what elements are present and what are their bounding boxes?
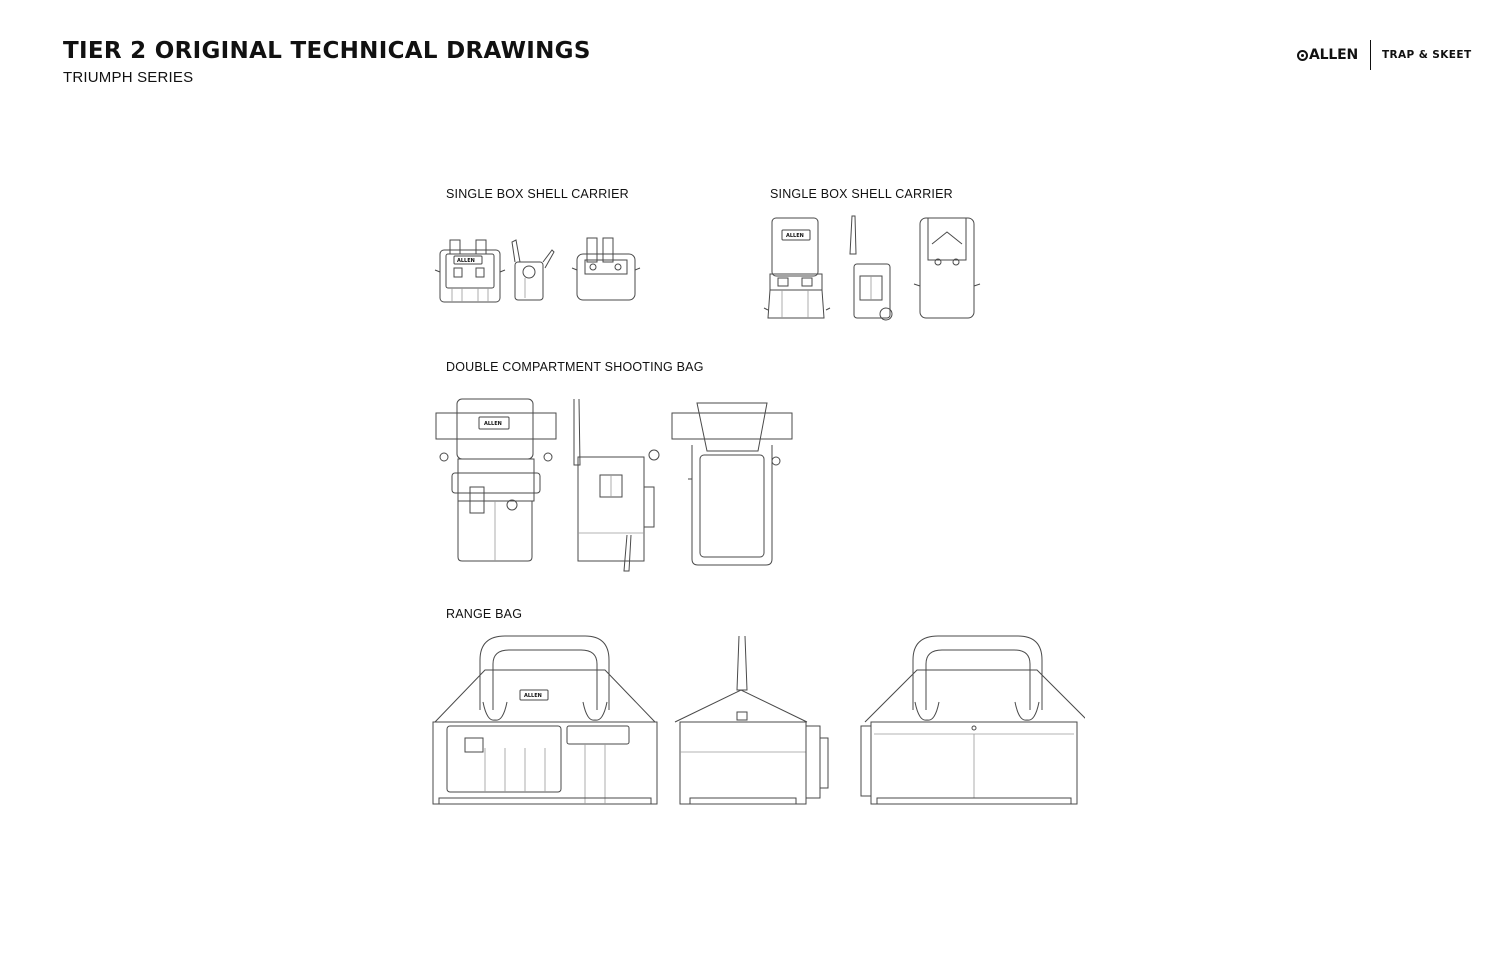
section-label-double-compartment: DOUBLE COMPARTMENT SHOOTING BAG — [446, 360, 704, 374]
single-box-1-back-view — [571, 237, 641, 301]
section-4-badge: ALLEN — [524, 693, 542, 699]
page-subtitle: TRIUMPH SERIES — [63, 69, 194, 86]
double-bag-side-view — [573, 398, 660, 572]
section-label-range-bag: RANGE BAG — [446, 607, 523, 621]
section-label-single-box-2: SINGLE BOX SHELL CARRIER — [770, 187, 953, 201]
single-box-2-front-view: ALLEN — [763, 217, 831, 319]
page-title: TIER 2 ORIGINAL TECHNICAL DRAWINGS — [63, 38, 591, 64]
brand-divider — [1369, 40, 1371, 70]
single-box-1-side-view — [511, 239, 555, 301]
allen-logo-text: ALLEN — [1309, 47, 1358, 63]
single-box-carrier-drawing-2: ALLEN — [763, 215, 981, 321]
single-box-2-side-view — [849, 215, 893, 321]
section-3-badge: ALLEN — [484, 421, 502, 427]
section-2-badge: ALLEN — [786, 233, 804, 239]
range-bag-back-view — [860, 635, 1085, 805]
allen-logo: ALLEN — [1297, 47, 1358, 63]
range-bag-side-view — [674, 635, 829, 805]
brand-category: TRAP & SKEET — [1381, 49, 1472, 61]
single-box-2-back-view — [913, 217, 981, 319]
allen-logo-icon — [1297, 49, 1308, 61]
section-label-single-box-1: SINGLE BOX SHELL CARRIER — [446, 187, 629, 201]
range-bag-drawing: ALLEN — [432, 635, 1085, 805]
double-bag-back-view — [671, 402, 793, 566]
double-compartment-bag-drawing: ALLEN — [435, 398, 793, 572]
brand-block: ALLEN TRAP & SKEET — [1297, 40, 1472, 70]
double-bag-front-view: ALLEN — [435, 398, 557, 562]
section-1-badge: ALLEN — [457, 258, 475, 264]
single-box-carrier-drawing-1: ALLEN — [434, 237, 641, 303]
single-box-1-front-view: ALLEN — [434, 239, 506, 303]
range-bag-front-view: ALLEN — [432, 635, 658, 805]
